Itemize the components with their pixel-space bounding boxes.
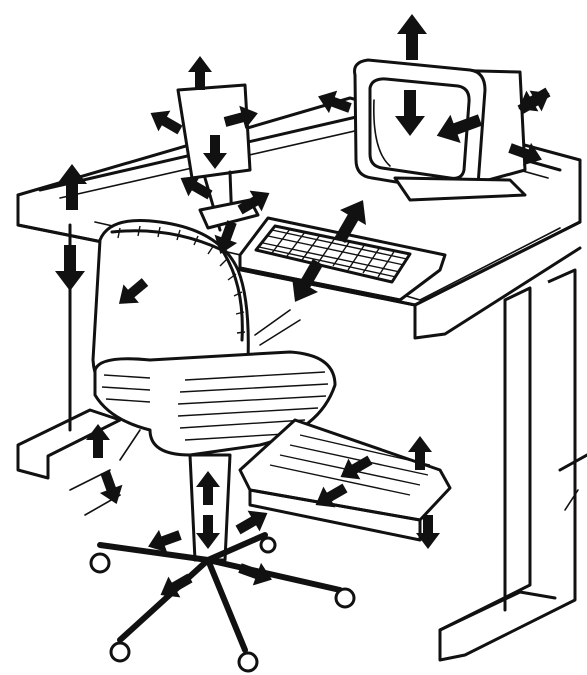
holder-up-arrow-icon bbox=[188, 56, 212, 90]
monitor-up-arrow-icon bbox=[397, 14, 427, 60]
seat-down-arrow-icon bbox=[94, 468, 128, 508]
monitor bbox=[355, 60, 525, 200]
desk-down-arrow-icon bbox=[55, 245, 85, 291]
